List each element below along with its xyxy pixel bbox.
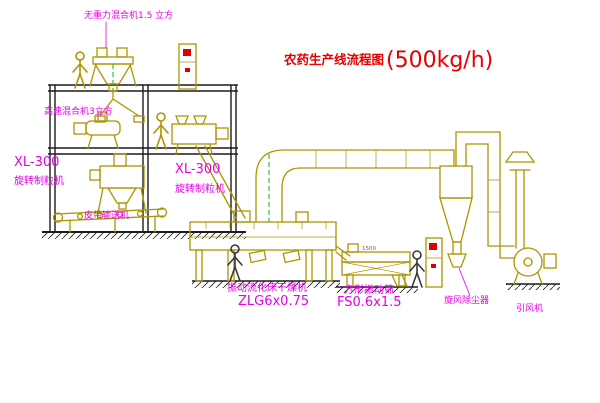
label-granulator-center-name: 旋转制粒机 (175, 182, 225, 195)
vibrating-sieve (335, 243, 411, 287)
indicator-light (183, 49, 191, 56)
label-sieve-model: FS0.6x1.5 (337, 295, 402, 310)
vibration-motor (248, 249, 267, 264)
spring-support (325, 249, 333, 282)
discharge-valve (447, 253, 467, 268)
label-belt-conveyor: 皮带输送机 (84, 209, 129, 221)
label-granulator-left-model: XL-300 (14, 155, 59, 170)
induced-draft-fan (513, 247, 557, 285)
diagram-title-capacity: (500kg/h) (386, 48, 493, 73)
dryer-vent (295, 211, 309, 223)
fan-motor (543, 253, 557, 269)
ground-hatching (42, 232, 560, 293)
control-cabinet-2 (425, 237, 443, 288)
indicator-light (431, 264, 436, 268)
dryer-inlet (233, 210, 251, 223)
cyclone-outlet-duct (455, 131, 515, 259)
vibration-motor (282, 249, 301, 264)
dryer-discharge-chute (335, 245, 351, 257)
granulator-left (89, 153, 147, 214)
label-high-speed-mixer: 高速混合机3立方 (44, 105, 113, 117)
exhaust-stack (504, 151, 536, 249)
indicator-light (185, 68, 190, 72)
high-speed-mixer (73, 111, 121, 149)
label-cone-mixer: 无重力混合机1.5 立方 (84, 9, 173, 21)
leader-lines (105, 22, 471, 297)
label-fan: 引风机 (516, 302, 543, 314)
label-granulator-left-name: 旋转制粒机 (14, 174, 64, 187)
label-granulator-center-model: XL-300 (175, 162, 220, 177)
feed-chute (195, 145, 237, 219)
exhaust-duct-main (255, 149, 455, 223)
gravity-free-mixer (89, 47, 145, 123)
label-sieve-name: 方形振动筛 (344, 283, 394, 296)
spring-support (305, 249, 313, 282)
rain-cap (504, 151, 536, 163)
spring-support (346, 274, 354, 287)
indicator-light (429, 243, 437, 250)
diagram-title: 农药生产线流程图 (283, 52, 384, 67)
dimension-sieve: 1500 (362, 246, 376, 252)
sieve-outlet (390, 274, 409, 287)
dryer-discharge-chute (335, 251, 347, 261)
control-cabinet-1 (178, 43, 197, 90)
label-cyclone: 旋风除尘器 (444, 294, 489, 306)
label-dryer-name: 振动流化床干燥机 (227, 281, 307, 294)
label-dryer-model: ZLG6x0.75 (238, 294, 309, 309)
granulator-center (171, 115, 246, 219)
belt-conveyor (52, 207, 168, 233)
feed-chute (204, 145, 246, 219)
spring-support (195, 249, 203, 282)
